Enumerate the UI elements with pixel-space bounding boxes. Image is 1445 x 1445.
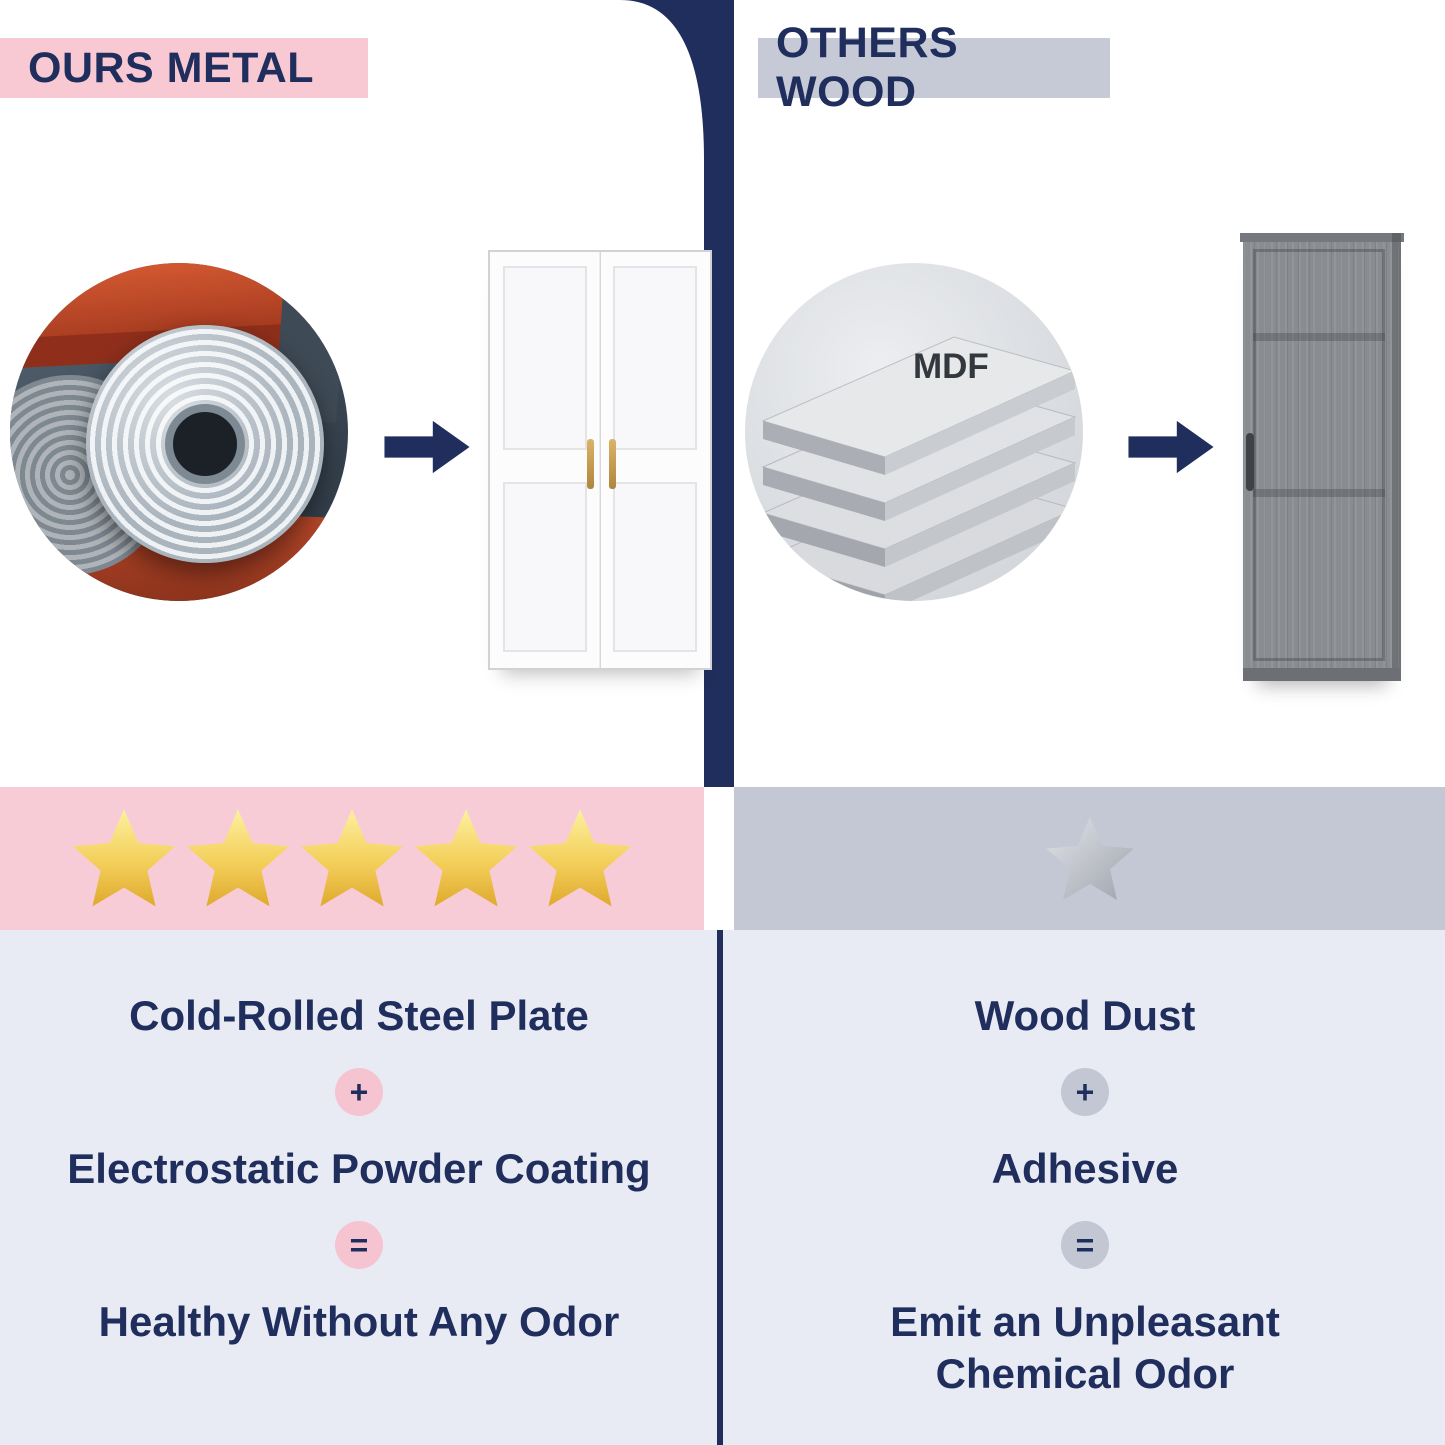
door-panel: [503, 482, 587, 652]
cabinet-side-shade: [1392, 233, 1401, 681]
star-icon: [186, 809, 290, 907]
cabinet-right-door: [599, 252, 710, 668]
door-panel: [613, 266, 697, 450]
bottom-center-divider: [717, 930, 723, 1445]
cabinet-cornice: [1240, 233, 1404, 242]
door-rail: [1253, 333, 1385, 341]
right-title-badge: OTHERS WOOD: [758, 19, 1110, 116]
plus-badge: +: [335, 1068, 383, 1117]
door-rail: [1253, 489, 1385, 497]
gray-wood-cabinet-image: [1240, 233, 1404, 681]
right-formula: Wood Dust + Adhesive = Emit an Unpleasan…: [740, 930, 1430, 1445]
mdf-board-image: MDF: [745, 263, 1083, 601]
formula-line: Cold-Rolled Steel Plate: [129, 992, 589, 1039]
formula-result: Healthy Without Any Odor: [98, 1298, 620, 1346]
arrow-right-icon: [1128, 420, 1214, 474]
star-icon: [72, 809, 176, 907]
right-rating-band: [734, 787, 1445, 930]
formula-result: Emit an Unpleasant Chemical Odor: [890, 1298, 1280, 1397]
steel-coil: [86, 325, 324, 563]
left-title-badge: OURS METAL: [0, 38, 368, 98]
left-formula: Cold-Rolled Steel Plate + Electrostatic …: [14, 930, 704, 1445]
star-icon: [528, 809, 632, 907]
gold-handle: [587, 439, 594, 489]
right-star-rating: [1042, 815, 1138, 903]
mdf-board-stack: [761, 336, 1077, 601]
divider-top-curve: [620, 0, 704, 160]
cabinet-base: [1243, 668, 1401, 681]
door-panel: [503, 266, 587, 450]
arrow-right-icon: [384, 420, 470, 474]
formula-line: Adhesive: [991, 1145, 1179, 1193]
star-icon: [300, 809, 404, 907]
equals-badge: =: [1061, 1221, 1109, 1270]
coil-center-hole: [165, 404, 245, 484]
plus-badge: +: [1061, 1068, 1109, 1117]
door-panel: [613, 482, 697, 652]
left-rating-band: [0, 787, 704, 930]
mdf-label: MDF: [913, 347, 989, 386]
cabinet-left-door: [490, 252, 601, 668]
star-icon: [1045, 816, 1134, 900]
left-star-rating: [68, 807, 636, 910]
equals-badge: =: [335, 1221, 383, 1270]
white-metal-cabinet-image: [488, 250, 712, 670]
gold-handle: [609, 439, 616, 489]
star-icon: [414, 809, 518, 907]
steel-coil-image: [10, 263, 348, 601]
formula-line: Wood Dust: [974, 992, 1196, 1039]
door-frame: [1253, 249, 1385, 661]
formula-line: Electrostatic Powder Coating: [67, 1145, 651, 1193]
cabinet-handle: [1246, 433, 1254, 491]
